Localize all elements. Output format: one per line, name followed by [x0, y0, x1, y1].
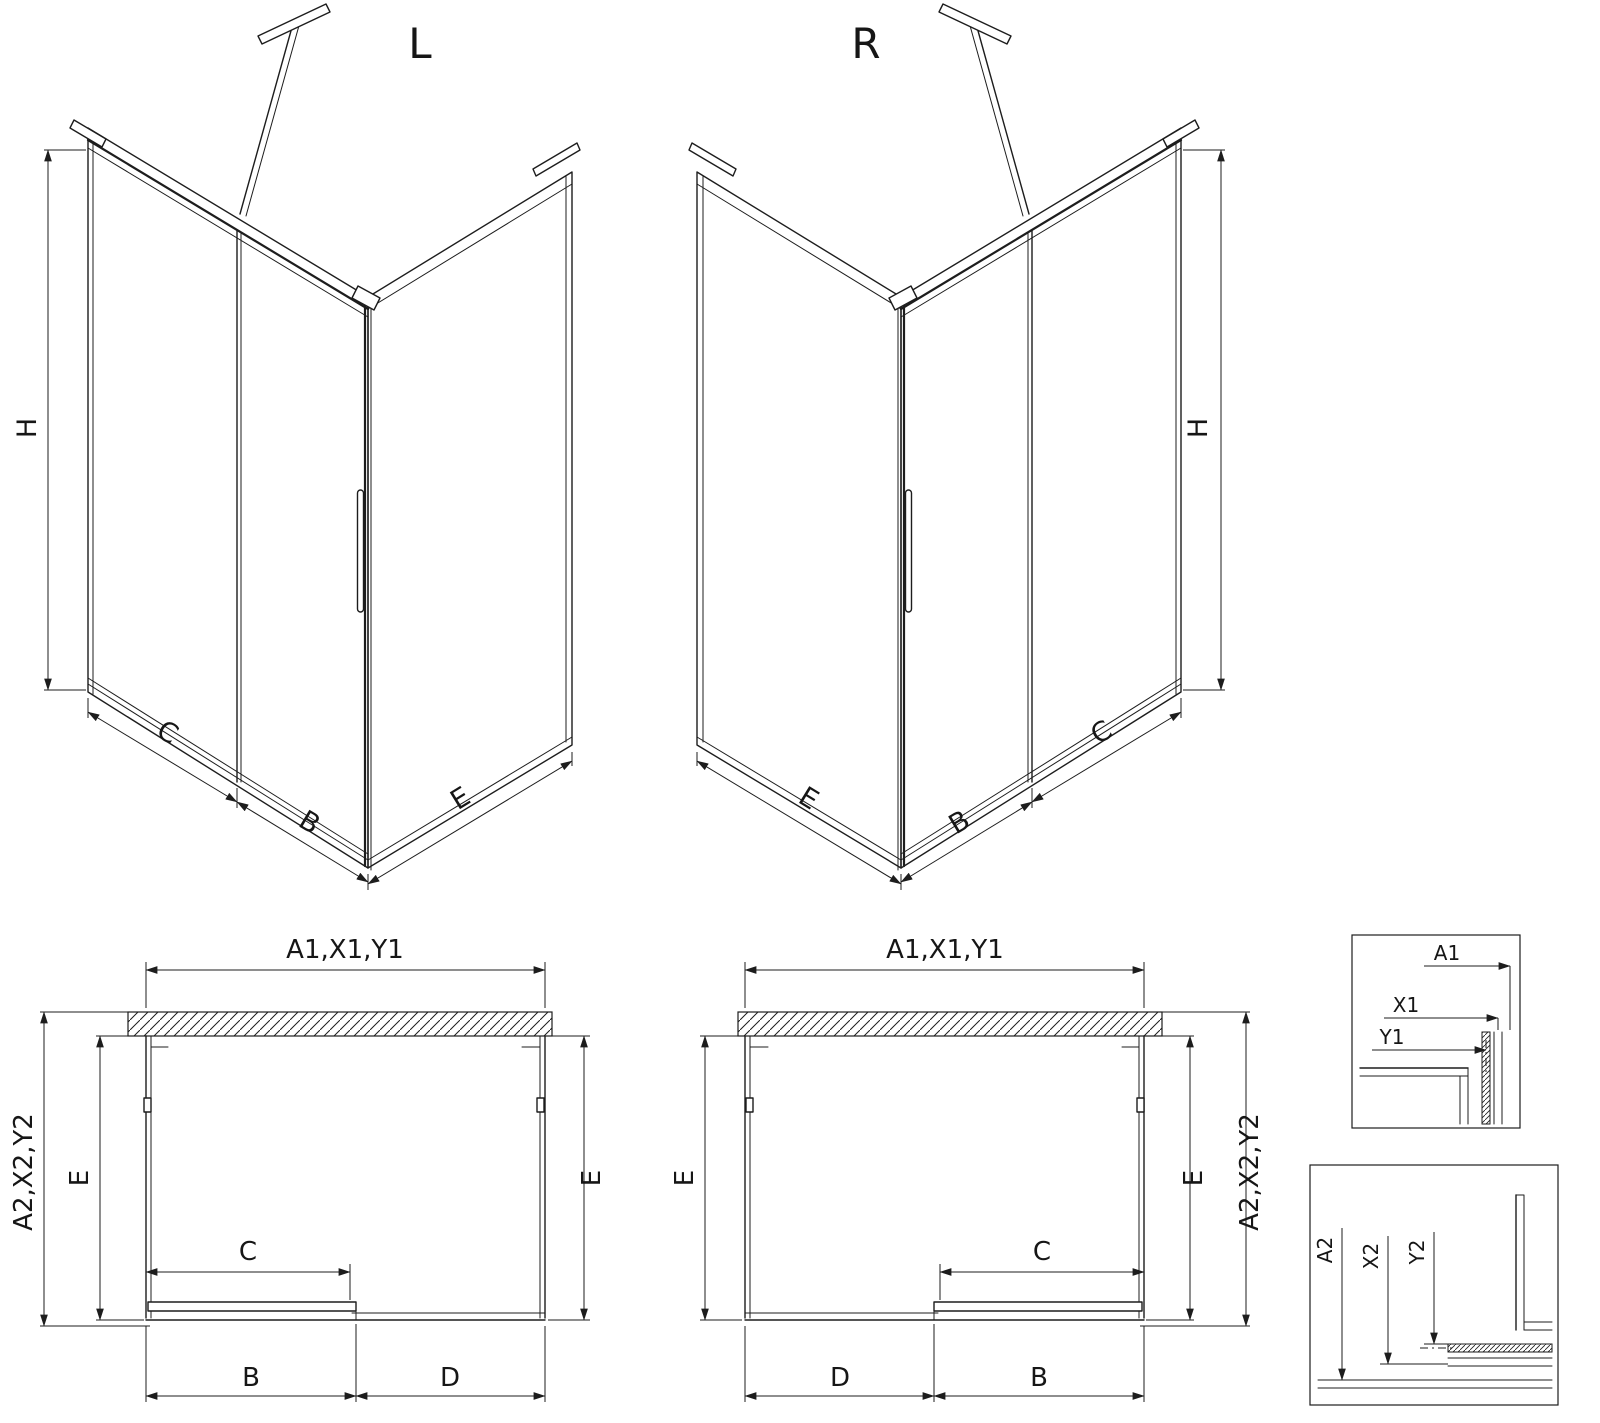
right-glass-wall: [367, 171, 573, 869]
wall-profile-section: [1493, 1031, 1503, 1125]
dim-line-e: [696, 760, 902, 885]
dim-label-y1: Y1: [1379, 1025, 1405, 1049]
side-top-edge: [696, 183, 902, 310]
dim-label-c: C: [1086, 715, 1118, 751]
bottom-track-2: [87, 677, 369, 855]
right-panel-clamp: [1136, 1097, 1145, 1113]
variant-label-left: L: [408, 19, 432, 68]
dim-label-b: B: [1030, 1363, 1048, 1393]
door-section-edge-2: [1515, 1194, 1525, 1331]
ceiling-bracket: [938, 3, 1012, 45]
dim-label-height: H: [12, 418, 43, 438]
wall-profile-section: [1447, 1357, 1553, 1367]
left-panel-clamp: [745, 1097, 754, 1113]
left-glass-wall: [87, 127, 369, 869]
dim-line-c: [1031, 711, 1182, 803]
dim-label-c: C: [1033, 1237, 1051, 1267]
top-rail: [86, 138, 370, 311]
rail-end-profile: [1459, 1067, 1469, 1125]
bottom-track-2: [900, 677, 1182, 855]
iso-view-left: H C B E L: [12, 3, 581, 890]
support-arm: [239, 19, 295, 215]
side-clamp-bracket: [688, 142, 737, 177]
dim-label-e-right: E: [1179, 1170, 1209, 1186]
sliding-door-plan: [933, 1301, 1143, 1312]
wall-section-hatched: [127, 1011, 553, 1037]
wall-bracket: [1162, 119, 1200, 148]
top-rail-lower: [900, 147, 1182, 318]
side-top-edge: [367, 183, 573, 310]
dim-label-x2: X2: [1359, 1243, 1383, 1269]
door-handle: [904, 489, 913, 613]
door-handle: [356, 489, 365, 613]
corner-cap: [351, 285, 381, 311]
dim-label-e-left: E: [65, 1170, 95, 1186]
ceiling-bracket: [257, 3, 331, 45]
right-glass-wall: [900, 127, 1182, 869]
support-arm-2: [968, 21, 1024, 217]
left-glass-wall: [696, 171, 902, 869]
top-rail-lower: [87, 147, 369, 318]
bottom-track: [87, 683, 369, 861]
glass-section: [1447, 1343, 1553, 1353]
sliding-door-plan: [147, 1301, 357, 1312]
dim-label-depth-outer: A2,X2,Y2: [9, 1113, 39, 1231]
variant-label-right: R: [851, 19, 880, 68]
plan-view-left: A1,X1,Y1 A2,X2,Y2 E E C B D: [9, 935, 607, 1402]
wall-section-hatched: [737, 1011, 1163, 1037]
right-panel-clamp: [536, 1097, 545, 1113]
dim-label-b: B: [242, 1363, 260, 1393]
dim-label-width: A1,X1,Y1: [886, 935, 1004, 965]
wall-bracket: [69, 119, 107, 148]
dim-label-d: D: [830, 1363, 850, 1393]
corner-profile: [1523, 1321, 1553, 1331]
dim-label-e-right: E: [577, 1170, 607, 1186]
left-panel-clamp: [143, 1097, 152, 1113]
dim-label-height: H: [1183, 418, 1214, 438]
dim-label-d: D: [440, 1363, 460, 1393]
dim-label-a1: A1: [1434, 941, 1460, 965]
glass-section: [1481, 1031, 1491, 1125]
dim-line-e: [367, 760, 573, 885]
bottom-track: [900, 683, 1182, 861]
support-arm-2: [245, 21, 301, 217]
dim-label-c: C: [151, 715, 183, 751]
dim-line-b: [236, 801, 369, 883]
dim-line-c: [87, 711, 238, 803]
detail-box: [1309, 1164, 1559, 1406]
dim-line-b: [900, 801, 1033, 883]
iso-view-right: H C B E R: [688, 3, 1225, 890]
top-rail: [899, 138, 1183, 311]
side-clamp-bracket: [532, 142, 581, 177]
dim-label-y2: Y2: [1405, 1240, 1429, 1266]
dim-label-width: A1,X1,Y1: [286, 935, 404, 965]
dim-label-a2: A2: [1313, 1237, 1337, 1263]
detail-box: [1351, 934, 1521, 1129]
dim-label-x1: X1: [1393, 993, 1419, 1017]
dim-label-depth-outer: A2,X2,Y2: [1235, 1113, 1265, 1231]
dim-label-c: C: [239, 1237, 257, 1267]
detail-view-depth: A2 X2 Y2: [1309, 1164, 1559, 1406]
corner-cap: [888, 285, 918, 311]
support-arm: [974, 19, 1030, 215]
detail-view-width: A1 X1 Y1: [1351, 934, 1521, 1129]
plan-view-right: A1,X1,Y1 E E A2,X2,Y2 C D B: [670, 935, 1265, 1402]
dim-label-e-left: E: [670, 1170, 700, 1186]
